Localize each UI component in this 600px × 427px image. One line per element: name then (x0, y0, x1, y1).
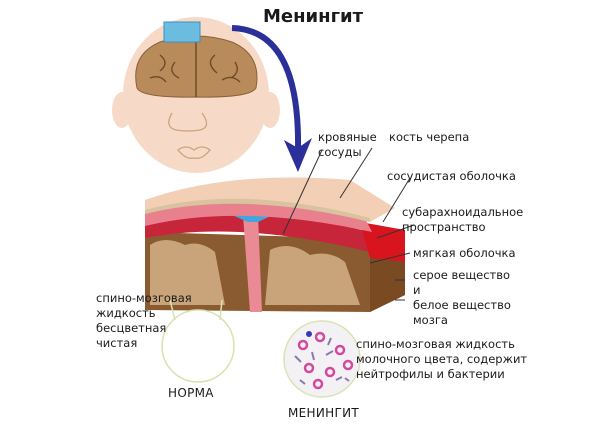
caption-normal: НОРМА (168, 386, 214, 400)
label-pia-mater: мягкая оболочка (413, 246, 516, 260)
label-normal-csf: спино-мозговая жидкость бесцветная чиста… (96, 291, 192, 351)
meningitis-csf-circle (283, 320, 361, 398)
page-title: Менингит (263, 6, 364, 27)
head-illustration (112, 17, 280, 173)
label-subarachnoid-space: субарахноидальное пространство (402, 205, 523, 235)
label-line: мозга (413, 313, 448, 327)
meninges-cross-section (145, 177, 405, 312)
label-dura-mater: сосудистая оболочка (387, 169, 516, 183)
label-line: и (413, 283, 421, 297)
label-line: сосуды (318, 145, 362, 159)
label-skull-bone: кость черепа (389, 130, 470, 144)
label-line: спино-мозговая жидкость (356, 337, 515, 351)
leader-lines (282, 147, 415, 301)
label-meningitis-csf: спино-мозговая жидкость молочного цвета,… (356, 337, 527, 382)
label-line: бесцветная (96, 321, 167, 335)
label-line: кровяные (318, 130, 377, 144)
label-gray-white-matter: серое вещество и белое вещество мозга (413, 268, 511, 328)
caption-meningitis: МЕНИНГИТ (288, 406, 359, 420)
label-line: жидкость (96, 306, 156, 320)
label-line: серое вещество (413, 268, 511, 282)
arrow-icon (231, 25, 312, 172)
label-line: чистая (96, 336, 138, 350)
normal-csf-circle (161, 309, 235, 383)
label-line: белое вещество (413, 298, 511, 312)
label-line: спино-мозговая (96, 291, 192, 305)
label-line: субарахноидальное (402, 205, 524, 219)
label-line: нейтрофилы и бактерии (356, 367, 505, 381)
label-line: молочного цвета, содержит (356, 352, 528, 366)
label-line: пространство (402, 220, 486, 234)
label-blood-vessels: кровяные сосуды (318, 130, 377, 160)
